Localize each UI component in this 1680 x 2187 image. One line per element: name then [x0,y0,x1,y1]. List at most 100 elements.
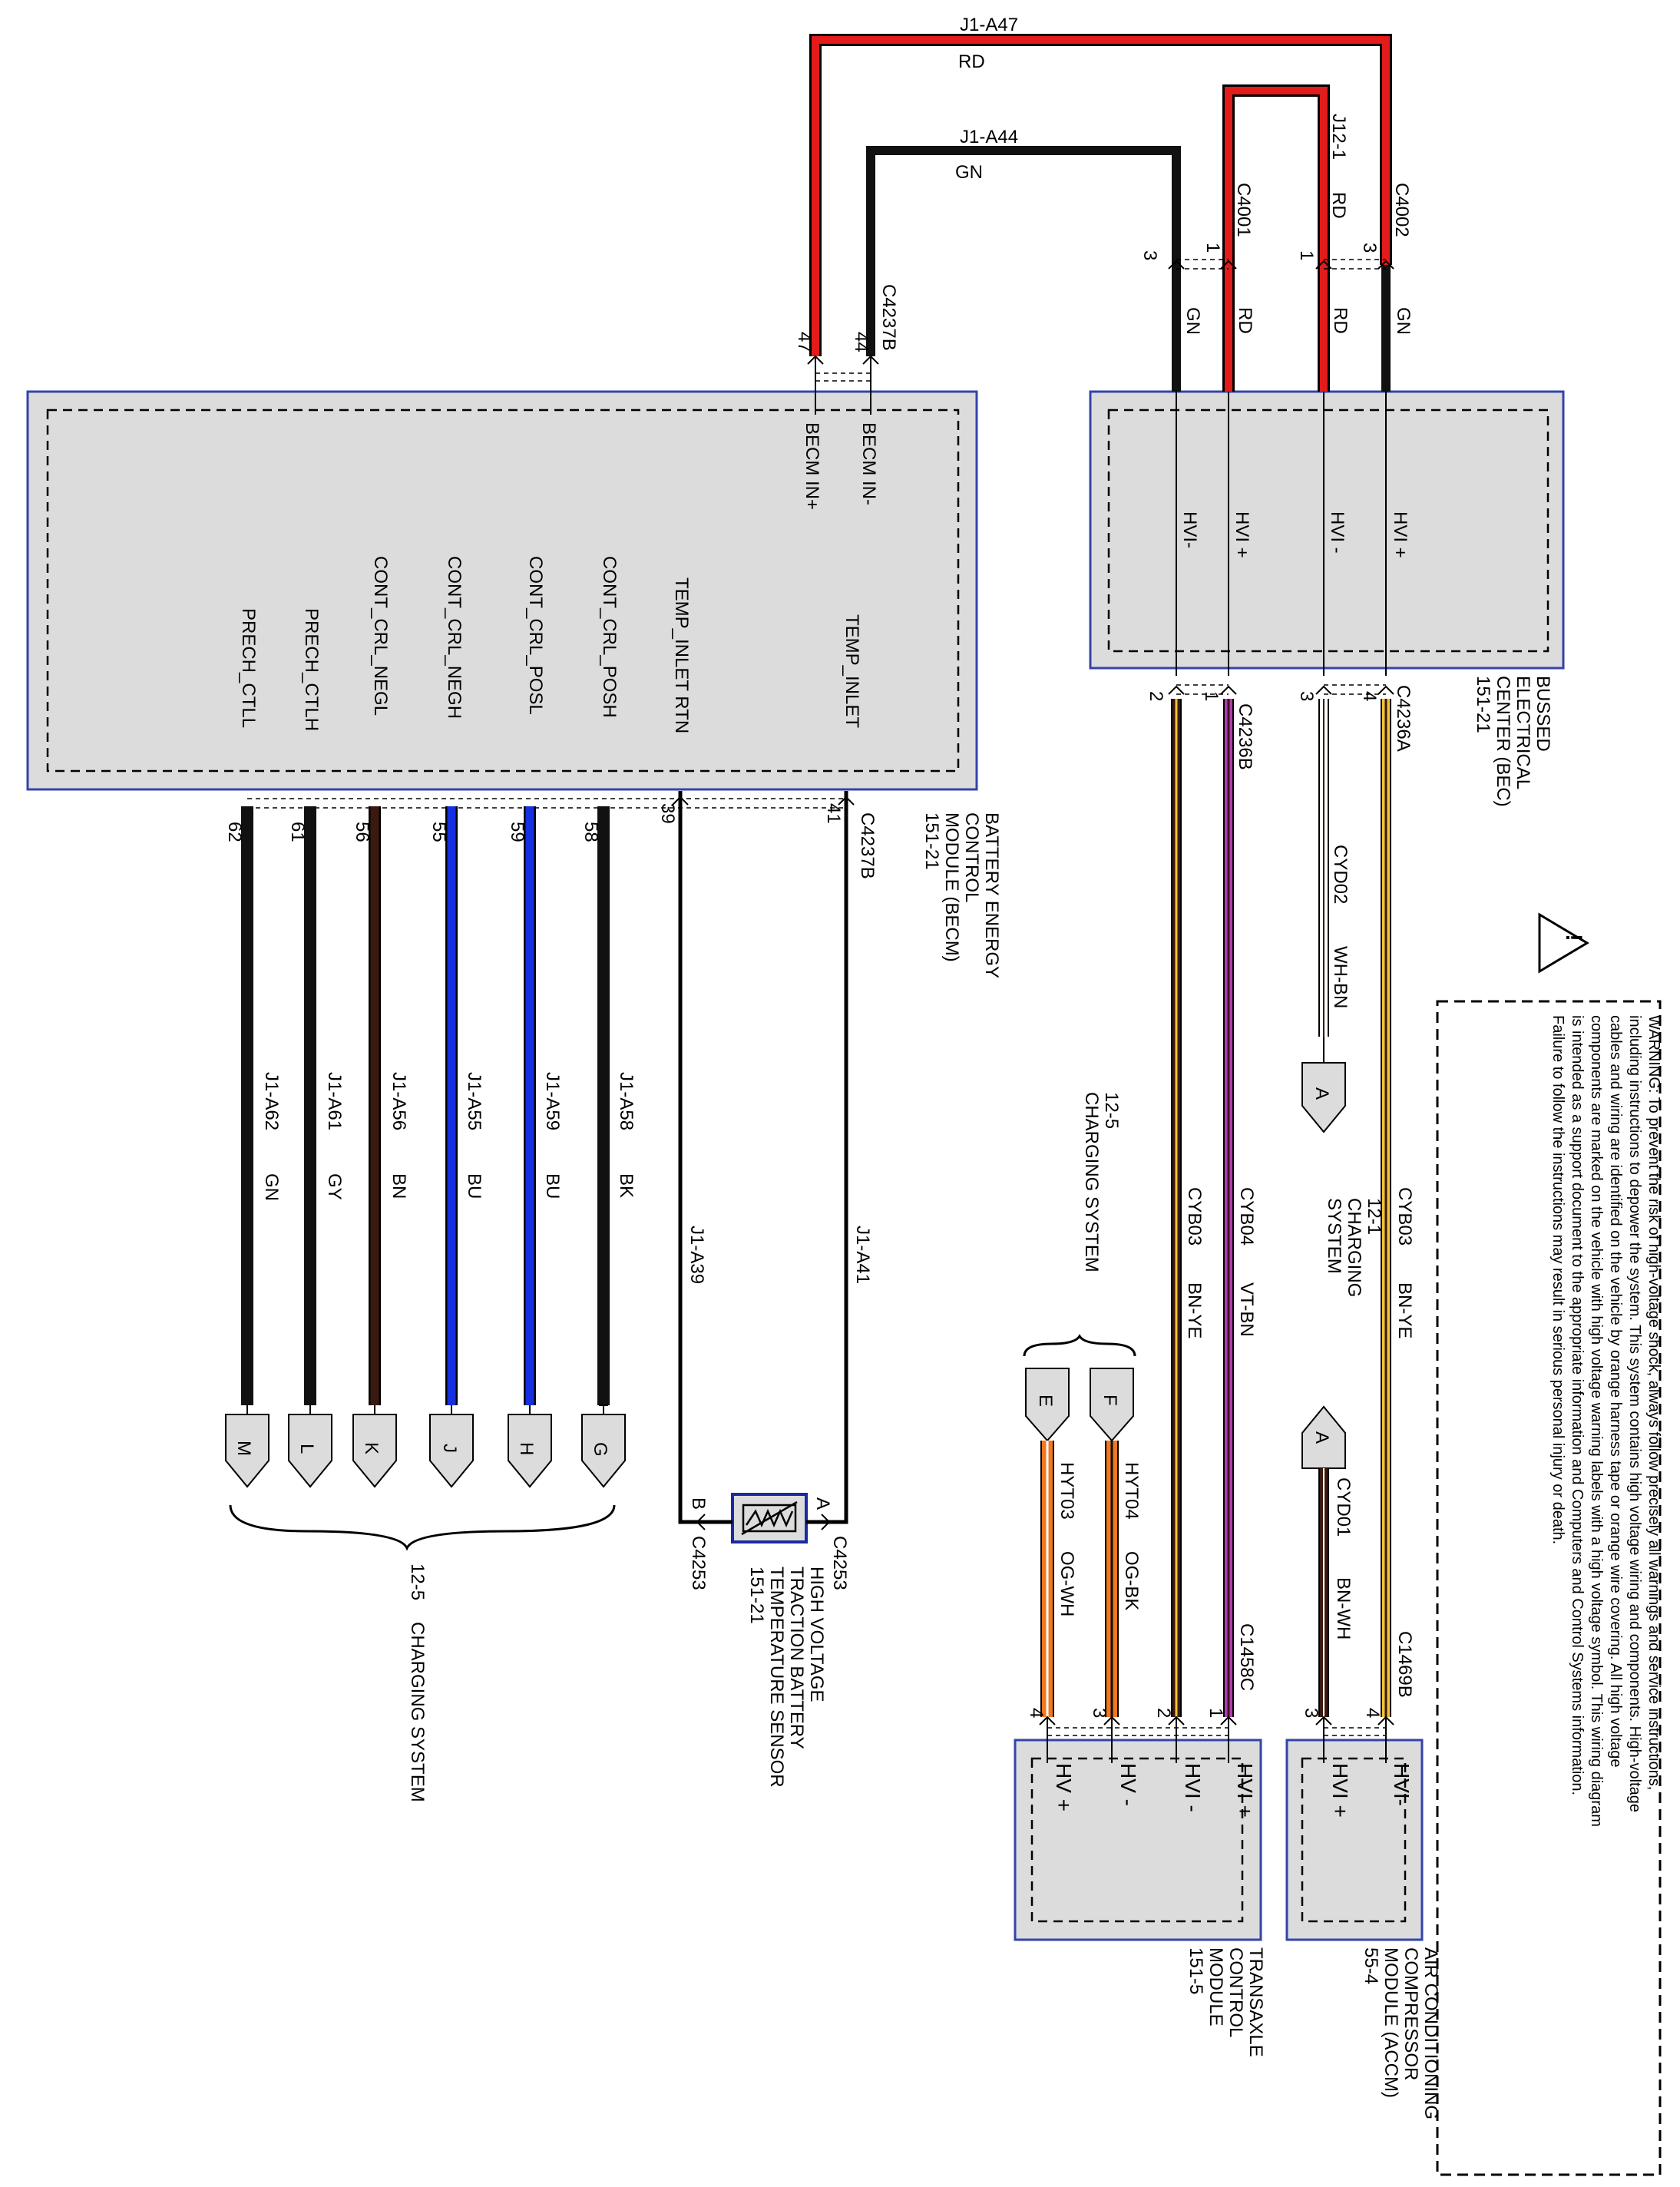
svg-text:55-4: 55-4 [1361,1947,1381,1984]
brace-charging-12-5-right [1023,1334,1136,1357]
sensor-connector-a: C4253 [829,1536,850,1590]
circuit-label-j1-a39: J1-A39 [686,1226,707,1284]
becm-pin-label-cont-crl-posh: CONT_CRL_POSH [599,556,620,718]
svg-text:CHARGING SYSTEM: CHARGING SYSTEM [1081,1092,1102,1272]
accm-pin-3: 3 [1301,1708,1321,1718]
svg-text:A: A [1311,1431,1332,1444]
color-label-gy: GY [324,1173,345,1200]
tcm-connector-label: C1458C [1236,1623,1257,1691]
color-label-wh-bn: WH-BN [1330,946,1351,1008]
wire-j12-1 [1222,84,1330,269]
connector-a: A [1301,1405,1346,1469]
tcm-pin-3: 3 [1089,1708,1110,1718]
sensor-pin-b: B [688,1497,709,1510]
svg-text:151-21: 151-21 [1473,676,1493,733]
svg-text:CENTER (BEC): CENTER (BEC) [1493,676,1513,807]
circuit-label-j1-a55: J1-A55 [464,1072,484,1130]
tcm-connector [1039,1716,1237,1763]
svg-text:TRANSAXLE: TRANSAXLE [1245,1947,1266,2057]
warning-triangle-icon: ! [1538,912,1589,974]
warning-text-line: WARNING: To prevent the risk of high-vol… [1645,1015,1662,1790]
bec-label-hvi-minus-1: HVI- [1179,511,1200,548]
circuit-label-j1-a56: J1-A56 [389,1072,409,1130]
becm-pin-44: 44 [851,332,871,352]
bec-top-color-rd-2: RD [1330,307,1351,334]
color-label-bn-wh: BN-WH [1333,1577,1354,1639]
circuit-label-cyb04: CYB04 [1236,1187,1257,1246]
becm-pin-56: 56 [352,822,372,842]
color-label-bu-2: BU [464,1173,484,1199]
circuit-label-j1-a47: J1-A47 [960,15,1018,35]
bec-bottom-pin-2: 2 [1146,691,1166,701]
svg-text:E: E [1035,1395,1056,1407]
connector-m: M [225,1414,270,1488]
bec-bottom-connector [1168,684,1394,695]
warning-text-line: is intended as a support document to the… [1569,1015,1586,1795]
accm-label-hvi-plus: HVI + [1328,1763,1352,1818]
circuit-label-cyb03-left: CYB03 [1184,1187,1205,1246]
svg-text:COMPRESSOR: COMPRESSOR [1401,1947,1421,2080]
bec-label-hvi-plus-2: HVI + [1390,511,1410,558]
svg-text:!: ! [1561,934,1586,941]
svg-text:J: J [439,1444,460,1453]
ref-charging-12-5-right: 12-5 CHARGING SYSTEM [1081,1092,1122,1272]
becm-name: BATTERY ENERGY CONTROL MODULE (BECM) 151… [921,812,1002,978]
tcm-label-hv-minus: HV - [1116,1763,1140,1806]
connector-e: E [1025,1368,1070,1442]
svg-text:12-5: 12-5 [407,1563,428,1600]
svg-text:151-5: 151-5 [1186,1947,1206,1994]
becm-pin-39: 39 [657,803,678,824]
circuit-label-cyd01: CYD01 [1333,1477,1354,1537]
becm-pin-label-cont-crl-negh: CONT_CRL_NEGH [444,556,465,719]
becm-pin-label-temp-inlet: TEMP_INLET [842,614,862,728]
circuit-label-j1-a44: J1-A44 [960,127,1018,147]
color-label-bn: BN [389,1173,409,1199]
ref-charging-12-5-becm: 12-5 CHARGING SYSTEM [407,1563,428,1802]
sensor-pin-a: A [812,1497,833,1510]
becm-pin-47: 47 [794,332,815,352]
svg-text:A: A [1311,1087,1332,1100]
svg-text:F: F [1100,1395,1120,1406]
connector-g: G [581,1414,626,1488]
svg-text:HIGH VOLTAGE: HIGH VOLTAGE [806,1567,827,1702]
tcm-inner-outline [1030,1757,1244,1923]
svg-text:TEMPERATURE SENSOR: TEMPERATURE SENSOR [766,1567,787,1788]
becm-bottom-connector [247,798,846,809]
color-label-og-bk: OG-BK [1121,1551,1142,1610]
becm-pin-41: 41 [823,803,844,824]
accm-inner-outline [1301,1757,1407,1923]
svg-text:12-1: 12-1 [1364,1198,1384,1235]
sensor-connector-b: C4253 [688,1536,709,1590]
becm-pin-55: 55 [428,822,449,842]
connector-h: H [508,1414,552,1488]
warning-text-line: components are marked on the vehicle wit… [1588,1015,1605,1827]
warning-box [1436,1000,1662,2176]
svg-text:12-5: 12-5 [1101,1092,1122,1129]
svg-text:151-21: 151-21 [921,812,942,870]
connector-f: F [1090,1368,1134,1442]
becm-pin-62: 62 [224,822,245,842]
bec-top-color-rd-1: RD [1235,307,1255,334]
bec-inner-outline [1107,409,1549,653]
warning-text: WARNING: To prevent the risk of high-vol… [1549,1015,1662,1827]
becm-pin-label-cont-crl-negl: CONT_CRL_NEGL [370,556,391,716]
ref-charging-12-1: 12-1 CHARGING SYSTEM [1324,1198,1384,1297]
bec-top-color-gn-2: GN [1393,307,1414,335]
circuit-label-hyt04: HYT04 [1121,1462,1142,1520]
becm-module [26,390,978,791]
wire-j1-a39 [672,791,696,1524]
circuit-label-j1-a41: J1-A41 [852,1226,873,1284]
bec-connector-c4236b: C4236B [1235,703,1255,770]
accm-pin-4: 4 [1362,1708,1383,1718]
warning-text-line: including instructions to depower the sy… [1626,1015,1643,1812]
becm-pin-label-in-minus: BECM IN- [858,422,879,505]
tcm-pin-4: 4 [1026,1708,1047,1718]
bec-top-pin-3a: 3 [1139,250,1160,260]
connector-b: A [1301,1062,1346,1133]
bec-module [1089,390,1565,670]
circuit-label-j1-a61: J1-A61 [324,1072,345,1130]
svg-text:M: M [233,1441,254,1456]
accm-label-hvi-minus: HVI- [1390,1763,1414,1806]
accm-connector [1315,1716,1394,1763]
svg-text:K: K [361,1442,382,1454]
